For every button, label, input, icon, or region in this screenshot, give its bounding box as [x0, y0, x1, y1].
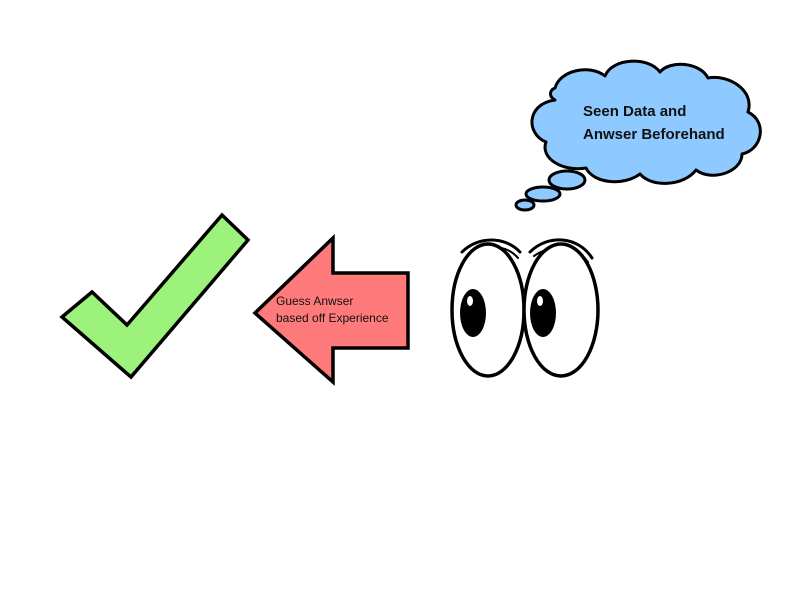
thought-bubble: Seen Data and Anwser Beforehand — [530, 59, 762, 185]
left-eyebrow — [460, 238, 522, 254]
guess-arrow: Guess Anwser based off Experience — [252, 233, 410, 386]
thought-bubble-line-2: Anwser Beforehand — [583, 126, 725, 143]
arrow-label-line-2: based off Experience — [276, 311, 389, 325]
checkmark-icon — [59, 212, 251, 380]
right-eyebrow — [528, 238, 594, 260]
right-pupil-highlight — [537, 296, 543, 306]
thought-trail-dot-large — [547, 169, 587, 191]
left-pupil-highlight — [467, 296, 473, 306]
eyes-icon — [450, 238, 600, 378]
thought-bubble-icon — [530, 59, 762, 185]
thought-trail-dot-medium — [524, 185, 562, 203]
arrow-label-line-1: Guess Anwser — [276, 294, 353, 308]
left-arrow-icon — [252, 233, 410, 386]
right-eye — [522, 242, 600, 378]
thought-trail-dot-small — [514, 198, 536, 212]
check-mark — [59, 212, 251, 380]
left-pupil — [460, 289, 486, 337]
right-pupil — [530, 289, 556, 337]
thought-bubble-trail — [514, 169, 587, 212]
thought-bubble-line-1: Seen Data and — [583, 103, 686, 120]
